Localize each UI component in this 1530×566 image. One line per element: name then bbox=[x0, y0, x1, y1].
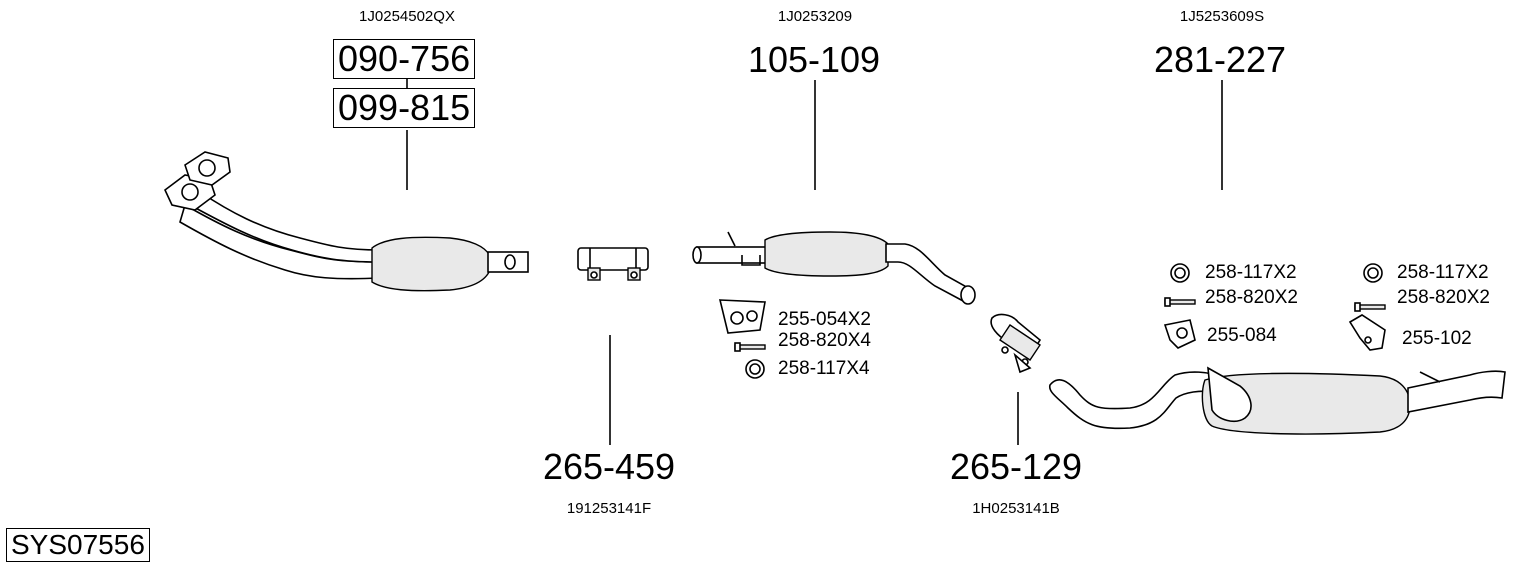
accessory-middle-bolt[interactable]: 258-820X4 bbox=[778, 330, 871, 351]
part-number-front-primary[interactable]: 090-756 bbox=[333, 39, 476, 79]
accessory-rear-left-bolt[interactable]: 258-820X2 bbox=[1205, 287, 1298, 308]
oem-number-clamp: 191253141F bbox=[566, 500, 652, 517]
part-number-clamp[interactable]: 265-459 bbox=[542, 446, 676, 487]
oem-number-clamp2: 1H0253141B bbox=[972, 500, 1060, 517]
ring-icon-rear-left bbox=[1170, 263, 1190, 283]
bolt-icon bbox=[734, 342, 766, 352]
rear-silencer bbox=[1048, 366, 1506, 435]
part-number-clamp2[interactable]: 265-129 bbox=[949, 446, 1083, 487]
accessory-middle-ring[interactable]: 258-117X4 bbox=[778, 358, 870, 379]
ring-icon bbox=[745, 359, 765, 379]
bolt-icon-rear-right bbox=[1354, 302, 1386, 312]
accessory-rear-right-bracket[interactable]: 255-102 bbox=[1402, 328, 1472, 349]
part-number-middle[interactable]: 105-109 bbox=[747, 39, 881, 80]
accessory-rear-left-hanger[interactable]: 255-084 bbox=[1207, 325, 1277, 346]
oem-number-middle: 1J0253209 bbox=[777, 8, 853, 25]
accessory-rear-right-bolt[interactable]: 258-820X2 bbox=[1397, 287, 1490, 308]
hanger-icon-rear-left bbox=[1163, 319, 1196, 349]
bracket-icon-rear-right bbox=[1348, 314, 1386, 351]
part-number-front-alt[interactable]: 099-815 bbox=[333, 88, 476, 128]
accessory-rear-left-ring[interactable]: 258-117X2 bbox=[1205, 262, 1297, 283]
clamp-part bbox=[577, 247, 649, 281]
hanger-icon bbox=[718, 299, 766, 334]
part-number-rear[interactable]: 281-227 bbox=[1153, 39, 1287, 80]
bolt-icon-rear-left bbox=[1164, 297, 1196, 307]
ring-icon-rear-right bbox=[1363, 263, 1383, 283]
front-pipe-catalyst bbox=[164, 151, 529, 292]
accessory-rear-right-ring[interactable]: 258-117X2 bbox=[1397, 262, 1489, 283]
clamp2-part bbox=[990, 313, 1042, 374]
system-id-label: SYS07556 bbox=[6, 528, 150, 562]
oem-number-rear: 1J5253609S bbox=[1179, 8, 1265, 25]
middle-silencer bbox=[692, 231, 976, 305]
oem-number-front: 1J0254502QX bbox=[359, 8, 455, 25]
accessory-middle-hanger[interactable]: 255-054X2 bbox=[778, 309, 871, 330]
